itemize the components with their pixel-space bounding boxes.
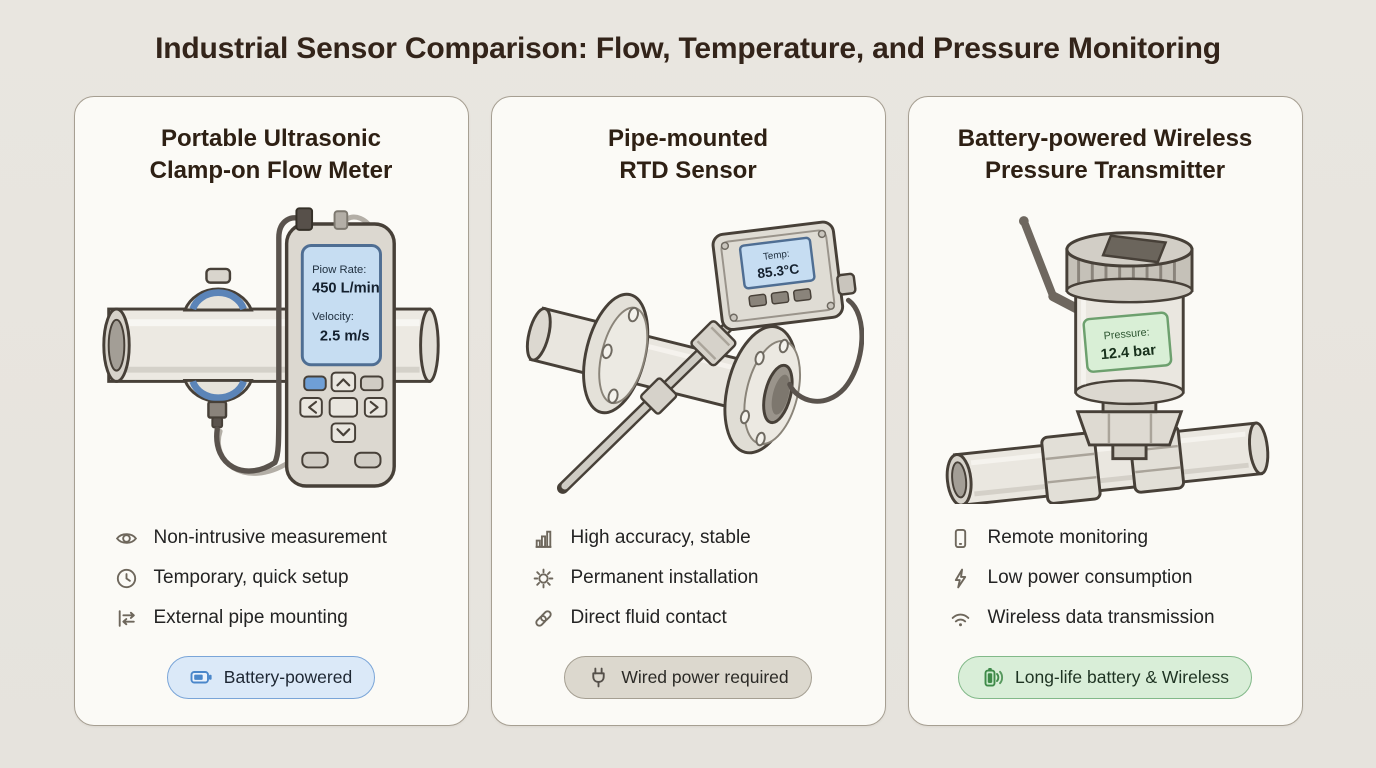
feature-external-mounting: External pipe mounting — [115, 598, 468, 638]
wifi-icon — [949, 606, 973, 630]
battery-wireless-badge: Long-life battery & Wireless — [958, 656, 1252, 699]
sensor-cable-dark — [214, 215, 305, 474]
battery-wireless-icon — [984, 668, 1004, 687]
rtd-illustration: Temp: 85.3°C — [492, 186, 885, 518]
feature-label: Remote monitoring — [987, 527, 1149, 548]
junction-box: Temp: 85.3°C — [711, 220, 857, 332]
rtd-drawing: Temp: 85.3°C — [525, 220, 864, 495]
feature-high-accuracy: High accuracy, stable — [532, 518, 885, 558]
feature-quick-setup: Temporary, quick setup — [115, 558, 468, 598]
flow-meter-illustration: Piow Rate: 450 L/min Velocity: 2.5 m/s — [75, 186, 468, 518]
pressure-illustration: Pressure: 12.4 bar — [909, 186, 1302, 518]
clamp-transducers — [182, 267, 254, 429]
plug-icon — [592, 667, 606, 688]
pressure-text-value: 12.4 bar — [1100, 343, 1157, 364]
transmitter-body: Pressure: 12.4 bar — [1065, 231, 1194, 461]
feature-label: Wireless data transmission — [987, 607, 1215, 628]
badge-label: Long-life battery & Wireless — [1015, 667, 1229, 687]
card-title-line2: RTD Sensor — [619, 156, 757, 184]
gear-icon — [532, 566, 556, 590]
pressure-label: Pressure: 12.4 bar — [1082, 311, 1173, 374]
card-flow-meter: Portable Ultrasonic Clamp-on Flow Meter — [73, 96, 469, 726]
pressure-drawing: Pressure: 12.4 bar — [945, 216, 1270, 505]
card-title: Portable Ultrasonic Clamp-on Flow Meter — [75, 97, 468, 186]
card-rtd-sensor: Pipe-mounted RTD Sensor — [490, 96, 886, 726]
feature-label: Direct fluid contact — [570, 607, 727, 628]
feature-label: Low power consumption — [987, 567, 1193, 588]
temp-value: 85.3°C — [757, 261, 801, 281]
handheld-readout: Piow Rate: 450 L/min Velocity: 2.5 m/s — [284, 207, 396, 488]
card-title-line1: Pipe-mounted — [608, 125, 768, 152]
card-title-line2: Pressure Transmitter — [984, 156, 1226, 184]
pressure-text-label: Pressure: — [1103, 327, 1150, 343]
rtd-cable — [787, 297, 864, 404]
flow-meter-drawing: Piow Rate: 450 L/min Velocity: 2.5 m/s — [102, 207, 440, 488]
hex-union — [1040, 431, 1102, 505]
eye-icon — [115, 526, 139, 550]
feature-low-power: Low power consumption — [949, 558, 1302, 598]
velocity-label: Velocity: — [312, 311, 354, 323]
card-pressure-transmitter: Battery-powered Wireless Pressure Transm… — [907, 96, 1303, 726]
lcd-screen — [300, 244, 382, 367]
feature-list: Remote monitoring Low power consumption … — [909, 518, 1302, 644]
feature-direct-contact: Direct fluid contact — [532, 598, 885, 638]
clock-icon — [115, 566, 139, 590]
badge-label: Wired power required — [621, 667, 789, 687]
connector-plug-dark — [295, 207, 314, 231]
card-title-line1: Battery-powered Wireless — [957, 125, 1253, 152]
antenna — [1018, 216, 1083, 315]
connector-plug-gray — [333, 210, 349, 231]
pipe — [945, 421, 1270, 505]
feature-permanent-installation: Permanent installation — [532, 558, 885, 598]
pipe-mount-icon — [115, 606, 139, 630]
flow-rate-value: 450 L/min — [312, 281, 380, 297]
card-title-line1: Portable Ultrasonic — [160, 125, 382, 152]
bolt-icon — [949, 566, 973, 590]
velocity-value: 2.5 m/s — [320, 329, 370, 345]
hex-fitting — [1075, 410, 1184, 447]
feature-label: High accuracy, stable — [570, 527, 751, 548]
link-icon — [532, 606, 556, 630]
rtd-display — [738, 236, 816, 290]
page-title: Industrial Sensor Comparison: Flow, Temp… — [155, 32, 1221, 65]
feature-wireless-data: Wireless data transmission — [949, 598, 1302, 638]
badge-area: Wired power required — [492, 644, 885, 725]
card-title-line2: Clamp-on Flow Meter — [149, 156, 393, 184]
battery-powered-badge: Battery-powered — [166, 656, 376, 699]
feature-list: Non-intrusive measurement Temporary, qui… — [75, 518, 468, 644]
feature-label: Non-intrusive measurement — [153, 527, 387, 548]
badge-label: Battery-powered — [223, 667, 353, 687]
feature-label: Permanent installation — [570, 567, 759, 588]
feature-label: External pipe mounting — [153, 607, 348, 628]
card-row: Portable Ultrasonic Clamp-on Flow Meter — [0, 96, 1376, 726]
feature-remote-monitoring: Remote monitoring — [949, 518, 1302, 558]
wired-power-badge: Wired power required — [564, 656, 812, 699]
cable-gland — [836, 272, 857, 296]
feature-label: Temporary, quick setup — [153, 567, 349, 588]
card-title: Battery-powered Wireless Pressure Transm… — [909, 97, 1302, 186]
feature-non-intrusive: Non-intrusive measurement — [115, 518, 468, 558]
phone-icon — [949, 526, 973, 550]
keypad-arrows — [308, 378, 379, 437]
temp-label: Temp: — [762, 249, 790, 263]
bar-chart-icon — [532, 526, 556, 550]
rtd-probe — [556, 316, 739, 495]
battery-icon — [190, 671, 212, 684]
card-title: Pipe-mounted RTD Sensor — [492, 97, 885, 186]
feature-list: High accuracy, stable Permanent installa… — [492, 518, 885, 644]
flow-rate-label: Piow Rate: — [312, 264, 366, 276]
badge-area: Battery-powered — [75, 644, 468, 725]
top-window — [1101, 234, 1168, 264]
badge-area: Long-life battery & Wireless — [909, 644, 1302, 725]
